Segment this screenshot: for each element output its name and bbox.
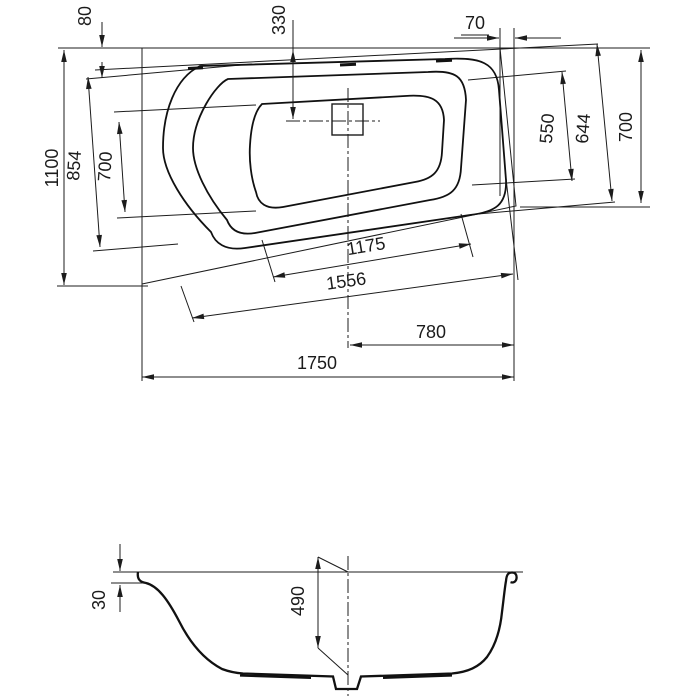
- dim-overall-width-left-label: 1100: [42, 149, 62, 188]
- dim-overall-width-right: 700: [616, 50, 644, 203]
- dimension-line: [86, 76, 102, 248]
- dim-corner-offset-right: 70: [454, 13, 561, 41]
- rim-length-right-extension: [504, 169, 519, 281]
- basin-length-left-extension: [261, 239, 276, 283]
- dim-drain-to-right-end: 780: [350, 322, 514, 348]
- section-view: 490 30: [89, 544, 523, 696]
- dim-drain-to-right-end-label: 780: [416, 322, 446, 342]
- dim-inner-rim-width-right-label: 644: [572, 113, 595, 145]
- dim-inner-depth-label: 490: [288, 586, 308, 616]
- dim-inner-rim-length-label: 1556: [325, 268, 367, 293]
- bathtub-outer-edge: [141, 47, 517, 285]
- waterline-outline: [192, 70, 467, 235]
- dim-drain-from-top: 330: [269, 5, 296, 119]
- dim-rim-height-label: 30: [89, 590, 109, 610]
- rim-extension-left: [85, 63, 253, 80]
- rim-length-left-extension: [180, 285, 195, 323]
- basin-right-bottom-extension: [471, 178, 576, 186]
- oblique-extension: [317, 556, 349, 573]
- dim-basin-width-left: 700: [94, 121, 127, 213]
- dim-overall-length: 1750: [142, 353, 514, 380]
- dim-rim-height: 30: [89, 544, 146, 612]
- dim-inner-depth: 490: [288, 556, 349, 676]
- oblique-extension: [317, 647, 349, 676]
- dimension-line: [560, 71, 574, 182]
- dim-basin-length-label: 1175: [345, 233, 386, 259]
- support-pad: [382, 674, 453, 679]
- dimension-line: [191, 272, 514, 320]
- dim-basin-width-right: 550: [536, 71, 574, 182]
- dim-overall-width-left: 1100: [42, 50, 67, 285]
- dim-rim-offset-top: 80: [75, 6, 105, 78]
- dim-basin-width-left-label: 700: [94, 151, 116, 182]
- dim-overall-width-right-label: 700: [616, 112, 636, 142]
- basin-right-top-extension: [467, 70, 567, 81]
- basin-length-right-extension: [460, 213, 474, 258]
- dim-inner-rim-width-left-label: 854: [63, 150, 85, 181]
- rim-tick-mark: [339, 62, 357, 67]
- dimension-line: [595, 43, 614, 202]
- dim-inner-rim-length: 1556: [191, 268, 514, 320]
- dim-inner-rim-width-left: 854: [63, 76, 102, 248]
- basin-left-bottom-extension: [116, 210, 257, 219]
- dimension-line: [272, 243, 472, 278]
- rim-tick-mark: [435, 58, 453, 63]
- rim-inner-outline: [162, 57, 507, 250]
- support-pad: [239, 674, 312, 679]
- dim-drain-from-top-label: 330: [269, 5, 289, 35]
- dimension-line: [117, 121, 127, 213]
- rim-left-bottom-extension: [92, 243, 179, 252]
- basin-left-top-extension: [113, 104, 257, 113]
- dim-basin-width-right-label: 550: [536, 113, 559, 145]
- dim-corner-offset-right-label: 70: [465, 13, 485, 33]
- plan-view: 1100 854 700 80 330 70: [42, 5, 650, 381]
- basin-floor-outline: [248, 94, 445, 209]
- dim-inner-rim-width-right: 644: [572, 43, 614, 202]
- dim-rim-offset-top-label: 80: [75, 6, 95, 26]
- rim-right-bottom-extension: [477, 201, 616, 215]
- rim-tick-mark: [187, 66, 204, 70]
- dim-overall-length-label: 1750: [297, 353, 337, 373]
- section-profile: [136, 571, 518, 691]
